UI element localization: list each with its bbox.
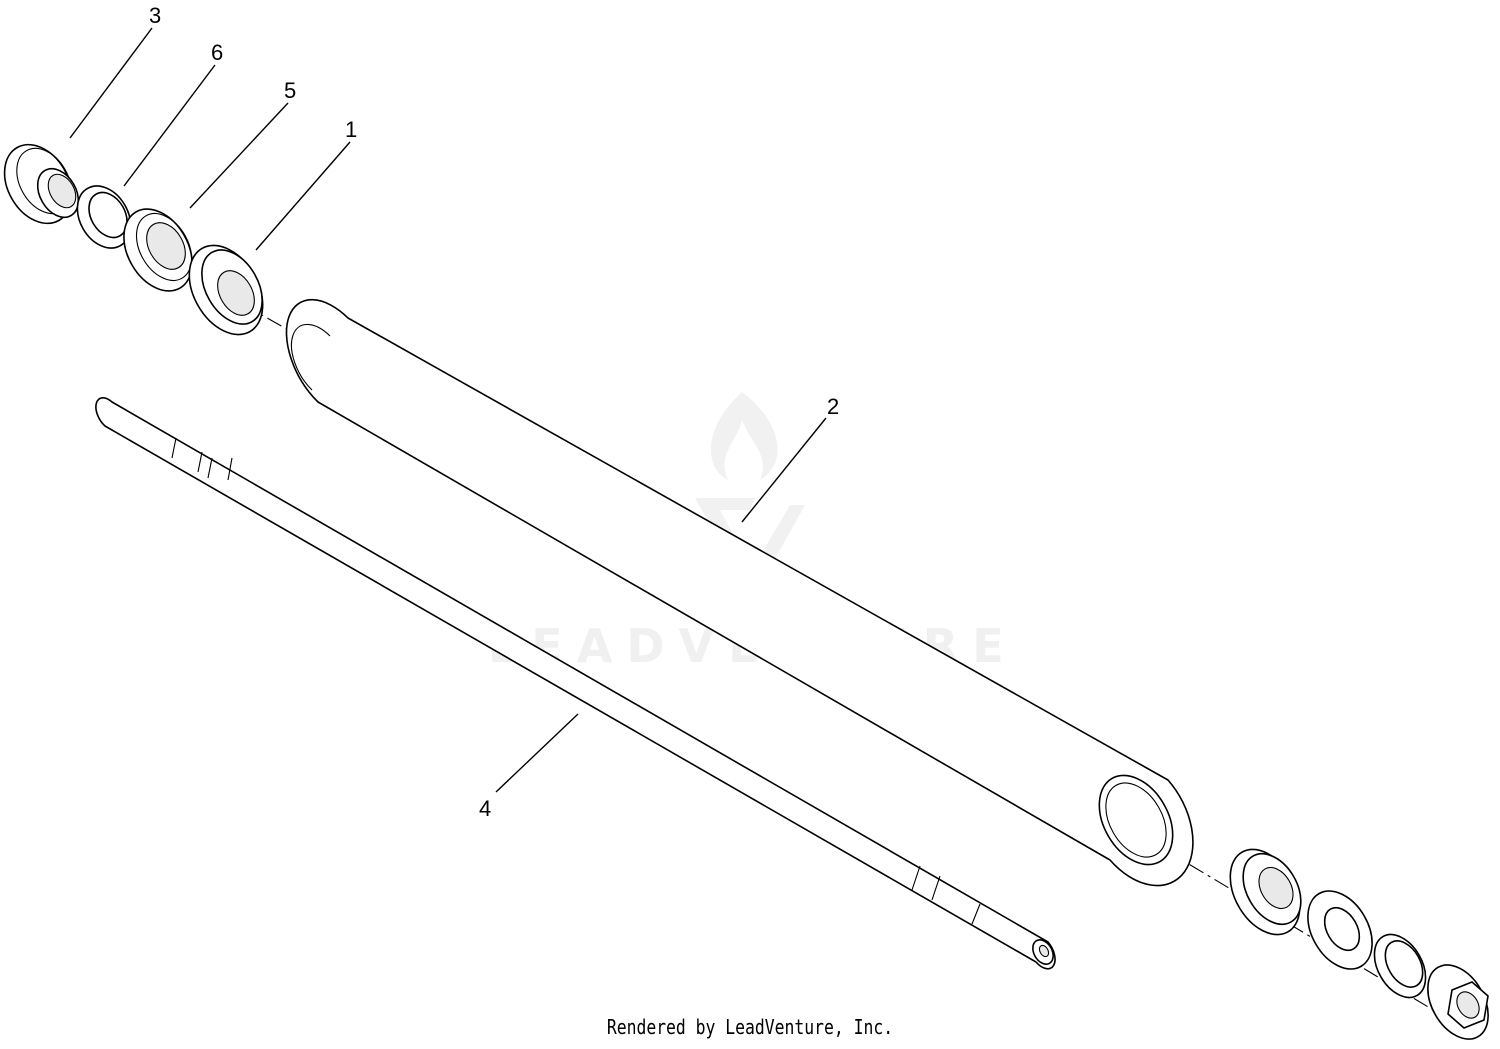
leader-line-1	[255, 141, 351, 251]
callout-1: 1	[345, 117, 357, 142]
callout-5: 5	[284, 78, 296, 103]
part-4-shaft	[95, 397, 1056, 970]
part-1-bearing-lower	[1229, 848, 1302, 936]
watermark-flame-icon	[710, 392, 778, 480]
watermark-v-icon	[695, 498, 805, 600]
callout-3: 3	[149, 3, 161, 28]
part-3-flanged-bushing-lower	[1427, 964, 1489, 1040]
part-6-ring-lower	[1373, 933, 1427, 999]
part-2-roller-tube	[285, 298, 1194, 887]
leader-line-4	[495, 713, 579, 793]
render-credit: Rendered by LeadVenture, Inc.	[606, 1015, 894, 1039]
part-3-flanged-bushing	[3, 143, 80, 225]
leader-line-3	[69, 27, 153, 139]
callout-6: 6	[211, 40, 223, 65]
part-5-washer-lower	[1307, 890, 1373, 970]
part-5-washer	[123, 208, 193, 292]
callout-4: 4	[479, 796, 491, 821]
part-1-bearing	[188, 244, 264, 336]
leader-line-2	[741, 417, 827, 523]
callout-2: 2	[827, 394, 839, 419]
leader-line-5	[189, 102, 289, 209]
leader-line-6	[123, 64, 216, 187]
part-6-ring	[76, 185, 132, 249]
